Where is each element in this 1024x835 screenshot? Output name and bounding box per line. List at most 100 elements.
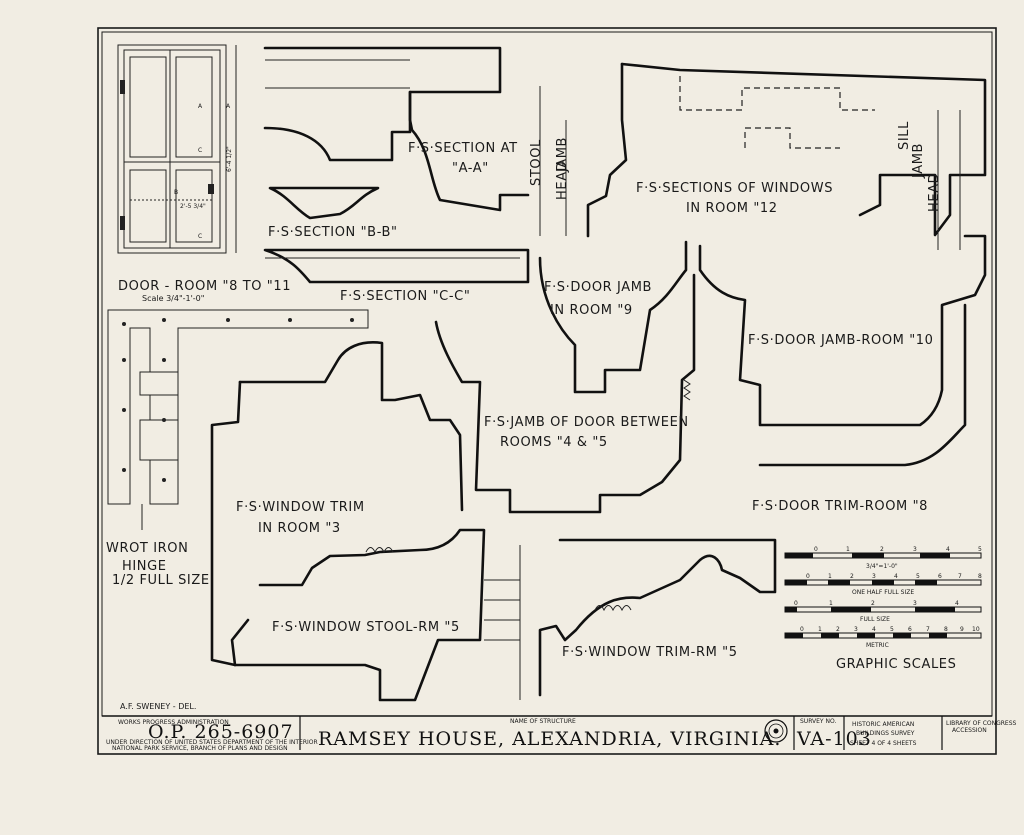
window-sections-label-2: IN ROOM "12 [686, 201, 778, 216]
hinge-label: WROT IRON [106, 541, 188, 556]
window-sections-profile [539, 62, 987, 250]
scale2-tick: 2 [850, 573, 854, 580]
scale1-label: 3/4"=1'-0" [866, 563, 898, 570]
scale2-tick: 3 [872, 573, 876, 580]
section-cc-profile [263, 248, 530, 284]
survey-caption: SURVEY NO. [800, 718, 836, 725]
survey-number: VA-103 [796, 728, 872, 750]
scale4-tick: 2 [836, 626, 840, 633]
jamb-label: JAMB [555, 137, 570, 173]
section-cc-label: F·S·SECTION "C-C" [340, 289, 470, 304]
door-elevation: A A B C C 2'-5 3/4" 6'-4 1/2" [117, 44, 237, 254]
scale1-tick: 5 [978, 546, 982, 553]
library-stamp-2: ACCESSION [952, 727, 987, 734]
door-jamb-room10-profile [698, 234, 987, 427]
head-right-label: HEAD [927, 173, 942, 212]
scale-bar-1: 0 1 2 3 4 5 3/4"=1'-0" [784, 546, 982, 570]
window-sections-label: F·S·SECTIONS OF WINDOWS [636, 181, 833, 196]
scale2-tick: 7 [958, 573, 962, 580]
window-trim-3-label-2: IN ROOM "3 [258, 521, 341, 536]
scale4-tick: 4 [872, 626, 876, 633]
mark-c: C [198, 147, 202, 154]
scale4-tick: 10 [972, 626, 980, 633]
door-trim-8-label: F·S·DOOR TRIM-ROOM "8 [752, 499, 928, 514]
mark-c: C [198, 233, 202, 240]
scale4-tick: 0 [800, 626, 804, 633]
stool-label: STOOL [529, 139, 544, 186]
height-dimension: 6'-4 1/2" [226, 146, 233, 172]
scale4-tick: 3 [854, 626, 858, 633]
mark-a: A [198, 103, 203, 110]
scale1-tick: 3 [913, 546, 917, 553]
scale4-tick: 7 [926, 626, 930, 633]
scale2-tick: 8 [978, 573, 982, 580]
jamb-between-label-2: ROOMS "4 & "5 [500, 435, 608, 450]
door-trim-room8-profile [758, 303, 967, 467]
scale-bar-3: 0 1 2 3 4 FULL SIZE [784, 600, 982, 623]
scale1-tick: 4 [946, 546, 950, 553]
agency-line-3: NATIONAL PARK SERVICE, BRANCH OF PLANS A… [112, 745, 288, 752]
scale2-tick: 6 [938, 573, 942, 580]
scale2-tick: 0 [806, 573, 810, 580]
scale4-tick: 9 [960, 626, 964, 633]
door-caption: DOOR - ROOM "8 TO "11 [118, 279, 291, 294]
section-aa-label: F·S·SECTION AT [408, 141, 518, 156]
head-label: HEAD [555, 161, 570, 200]
scale2-tick: 5 [916, 573, 920, 580]
graphic-scales: 0 1 2 3 4 5 3/4"=1'-0" 0 1 2 3 4 5 6 7 8… [784, 546, 982, 672]
structure-name: RAMSEY HOUSE, ALEXANDRIA, VIRGINIA. [318, 728, 781, 750]
scale4-tick: 1 [818, 626, 822, 633]
outer-border [97, 27, 997, 755]
door-jamb-9-label: F·S·DOOR JAMB [544, 280, 652, 295]
scale1-tick: 2 [880, 546, 884, 553]
section-bb-label: F·S·SECTION "B-B" [268, 225, 398, 240]
scale3-label: FULL SIZE [860, 616, 890, 623]
scale2-tick: 1 [828, 573, 832, 580]
habs-line-2: BUILDINGS SURVEY [856, 730, 915, 737]
agency-line-1: WORKS PROGRESS ADMINISTRATION [118, 719, 229, 726]
door-jamb-room9-profile [538, 240, 688, 394]
window-trim-room3-profile [210, 341, 464, 667]
window-stool-5-label: F·S·WINDOW STOOL-RM "5 [272, 620, 460, 635]
scale1-tick: 1 [846, 546, 850, 553]
section-bb-profile [268, 186, 380, 220]
window-trim-3-label: F·S·WINDOW TRIM [236, 500, 365, 515]
scale3-tick: 0 [794, 600, 798, 607]
scale3-tick: 2 [871, 600, 875, 607]
scale3-tick: 3 [913, 600, 917, 607]
agency-line-2: UNDER DIRECTION OF UNITED STATES DEPARTM… [106, 739, 318, 746]
scale2-tick: 4 [894, 573, 898, 580]
scale3-tick: 1 [829, 600, 833, 607]
seal-icon [764, 719, 788, 743]
door-jamb-10-label: F·S·DOOR JAMB-ROOM "10 [748, 333, 934, 348]
scale4-tick: 8 [944, 626, 948, 633]
jamb-between-label: F·S·JAMB OF DOOR BETWEEN [484, 415, 689, 430]
scale-bar-4: 0 1 2 3 4 5 6 7 8 9 10 METRIC [784, 626, 982, 649]
name-of-structure-caption: NAME OF STRUCTURE [510, 718, 576, 725]
window-trim-5-label: F·S·WINDOW TRIM-RM "5 [562, 645, 738, 660]
title-block: WORKS PROGRESS ADMINISTRATION O.P. 265-6… [102, 715, 1017, 752]
sill-label: SILL [897, 121, 912, 150]
delineator-credit: A.F. SWENEY - DEL. [120, 702, 196, 711]
door-scale: Scale 3/4"-1'-0" [142, 294, 204, 303]
sheet-number: SHEET 4 OF 4 SHEETS [850, 740, 917, 747]
width-dimension: 2'-5 3/4" [180, 203, 206, 210]
hinge-label-2: HINGE [122, 559, 167, 574]
hinge-scale: 1/2 FULL SIZE [112, 573, 210, 588]
window-trim-rm5-profile [538, 538, 777, 697]
graphic-scales-title: GRAPHIC SCALES [836, 657, 956, 672]
scale4-tick: 5 [890, 626, 894, 633]
scale-bar-2: 0 1 2 3 4 5 6 7 8 ONE HALF FULL SIZE [784, 573, 982, 596]
section-aa-label-2: "A-A" [452, 161, 489, 176]
scale1-tick: 0 [814, 546, 818, 553]
mark-b: B [174, 189, 178, 196]
scale4-label: METRIC [866, 642, 889, 649]
mark-a: A [226, 103, 231, 110]
jamb-right-label: JAMB [911, 143, 926, 179]
jamb-between-rooms-profile [434, 273, 696, 514]
scale2-label: ONE HALF FULL SIZE [852, 589, 914, 596]
scale3-tick: 4 [955, 600, 959, 607]
window-stool-rm5-profile [233, 528, 521, 702]
